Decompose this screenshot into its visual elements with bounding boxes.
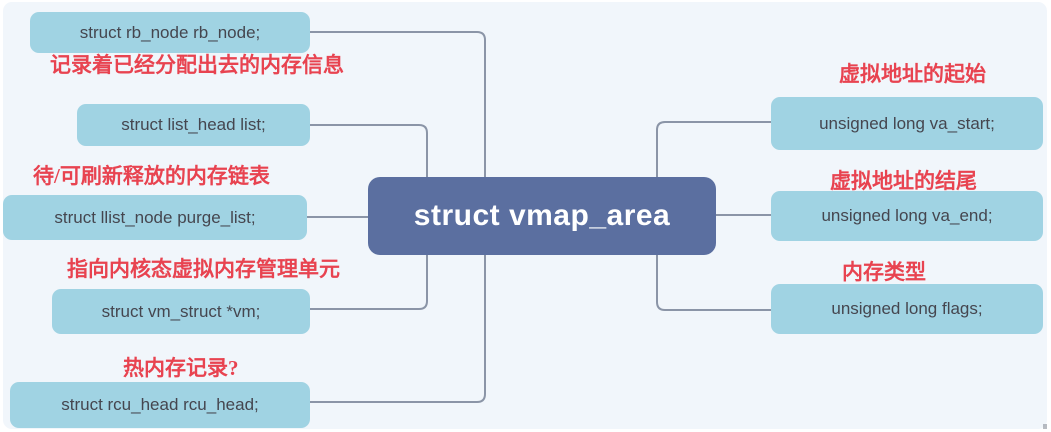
corner-artifact [1043, 424, 1047, 429]
annotation-rcu-head: 热内存记录? [123, 356, 239, 380]
annotation-rb-node: 记录着已经分配出去的内存信息 [50, 53, 344, 77]
connector-vm-struct [310, 254, 428, 310]
connector-rb-node [310, 31, 486, 178]
annotation-va-end: 虚拟地址的结尾 [830, 169, 977, 193]
connector-rcu-head [310, 254, 486, 403]
annotation-va-start: 虚拟地址的起始 [839, 62, 986, 86]
node-list-head[interactable]: struct list_head list; [77, 104, 310, 146]
node-rb-node[interactable]: struct rb_node rb_node; [30, 12, 310, 53]
connector-flags [656, 254, 771, 311]
connector-list-head [310, 124, 428, 178]
node-va-start[interactable]: unsigned long va_start; [771, 97, 1043, 150]
node-va-end[interactable]: unsigned long va_end; [771, 191, 1043, 241]
connector-va-start [656, 121, 771, 178]
annotation-flags: 内存类型 [842, 260, 926, 284]
annotation-vm-struct: 指向内核态虚拟内存管理单元 [67, 257, 340, 281]
node-rcu-head[interactable]: struct rcu_head rcu_head; [10, 382, 310, 428]
node-vm-struct[interactable]: struct vm_struct *vm; [52, 289, 310, 334]
annotation-purge-list: 待/可刷新释放的内存链表 [33, 164, 270, 188]
node-central-topic[interactable]: struct vmap_area [368, 177, 716, 255]
node-purge-list[interactable]: struct llist_node purge_list; [3, 195, 307, 240]
node-flags[interactable]: unsigned long flags; [771, 284, 1043, 334]
